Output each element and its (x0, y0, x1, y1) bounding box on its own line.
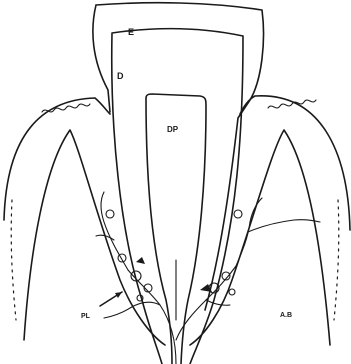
left-bone-dotted-edge (11, 200, 16, 320)
left-alveolar-bone-outline (24, 130, 165, 345)
right-alveolar-bone-outline (190, 130, 330, 345)
right-bone-dotted-edge (334, 200, 339, 320)
label-alveolar-bone: A.B (280, 312, 292, 319)
right-gingiva-outline (240, 96, 350, 230)
dental-pulp-outline (146, 94, 206, 364)
label-enamel: E (128, 27, 134, 37)
label-dental-pulp: DP (167, 125, 179, 134)
label-periodontal-ligament: PL (81, 313, 91, 320)
dentin-outline (112, 29, 243, 364)
nerve-plexus (96, 192, 320, 364)
label-dentin: D (117, 71, 124, 81)
